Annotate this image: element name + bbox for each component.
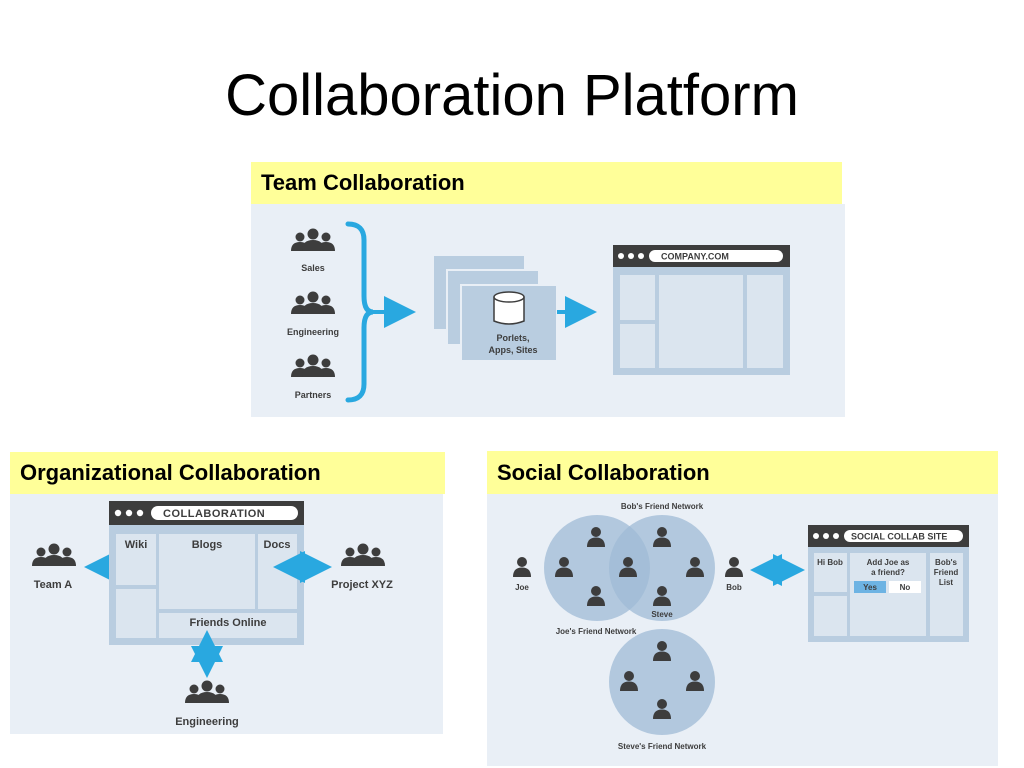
- bob-label: Bob: [726, 583, 742, 592]
- docs-label: Docs: [264, 539, 291, 551]
- org-collaboration-header: Organizational Collaboration: [10, 452, 445, 494]
- team-a-label: Team A: [34, 579, 73, 591]
- bob-person-icon: [725, 557, 743, 577]
- steve-network-label: Steve's Friend Network: [618, 742, 707, 751]
- engineering-bottom-people-icon: [185, 680, 229, 703]
- project-xyz-group: Project XYZ: [331, 543, 393, 591]
- steve-network-circle: [609, 629, 715, 735]
- project-xyz-label: Project XYZ: [331, 579, 393, 591]
- database-icon: [493, 291, 525, 325]
- joe-network-label: Joe's Friend Network: [556, 627, 637, 636]
- yes-label: Yes: [863, 583, 877, 592]
- engineering-label: Engineering: [287, 327, 339, 337]
- no-label: No: [900, 583, 911, 592]
- social-collaboration-header: Social Collaboration: [487, 451, 998, 494]
- social-collaboration-title: Social Collaboration: [497, 460, 710, 485]
- steve-label: Steve: [651, 610, 673, 619]
- engineering-group: Engineering: [287, 291, 339, 337]
- add-joe-line1: Add Joe as: [867, 558, 910, 567]
- bob-network-label: Bob's Friend Network: [621, 502, 704, 511]
- blogs-label: Blogs: [192, 539, 223, 551]
- wiki-label: Wiki: [125, 539, 148, 551]
- engineering-bottom-group: Engineering: [175, 680, 239, 728]
- add-joe-line2: a friend?: [871, 568, 905, 577]
- friends-online-label: Friends Online: [189, 617, 266, 629]
- org-collaboration-diagram: Team A COLLABORATION Wiki Blogs Docs Fri…: [32, 501, 393, 728]
- bob-network-circle: [609, 515, 715, 621]
- partners-label: Partners: [295, 390, 332, 400]
- collaboration-window-title: COLLABORATION: [163, 508, 265, 520]
- team-a-group: Team A: [32, 543, 76, 591]
- friend-list-line3: List: [939, 578, 954, 587]
- hi-bob-label: Hi Bob: [817, 558, 843, 567]
- social-site-title: SOCIAL COLLAB SITE: [851, 532, 947, 542]
- portlets-label-line1: Porlets,: [496, 333, 529, 343]
- joe-label: Joe: [515, 583, 529, 592]
- company-site-window: COMPANY.COM: [613, 245, 790, 375]
- team-collaboration-title: Team Collaboration: [261, 170, 465, 195]
- no-button[interactable]: [889, 581, 921, 593]
- partners-group: Partners: [291, 354, 335, 400]
- friend-list-line2: Friend: [934, 568, 959, 577]
- engineering-bottom-label: Engineering: [175, 716, 239, 728]
- social-collab-site-window: SOCIAL COLLAB SITE Hi Bob Add Joe as a f…: [808, 525, 969, 642]
- collaboration-window: COLLABORATION Wiki Blogs Docs Friends On…: [109, 501, 304, 645]
- sales-people-icon: [291, 228, 335, 251]
- joe-person-icon: [513, 557, 531, 577]
- sales-group: Sales: [291, 228, 335, 273]
- org-collaboration-title: Organizational Collaboration: [20, 460, 321, 485]
- sales-label: Sales: [301, 263, 325, 273]
- social-collaboration-diagram: Bob's Friend Network Steve Joe Bob Joe's…: [513, 502, 969, 751]
- company-url: COMPANY.COM: [661, 252, 729, 262]
- portlets-label-line2: Apps, Sites: [488, 345, 537, 355]
- team-a-people-icon: [32, 543, 76, 566]
- partners-people-icon: [291, 354, 335, 377]
- team-collaboration-header: Team Collaboration: [251, 162, 842, 204]
- yes-button[interactable]: [854, 581, 886, 593]
- engineering-people-icon: [291, 291, 335, 314]
- friend-list-line1: Bob's: [935, 558, 957, 567]
- project-xyz-people-icon: [341, 543, 385, 566]
- brace-shape: [345, 221, 374, 403]
- team-collaboration-diagram: Sales Engineering Partners Porlets, Apps…: [287, 221, 790, 403]
- slide-title: Collaboration Platform: [225, 63, 799, 128]
